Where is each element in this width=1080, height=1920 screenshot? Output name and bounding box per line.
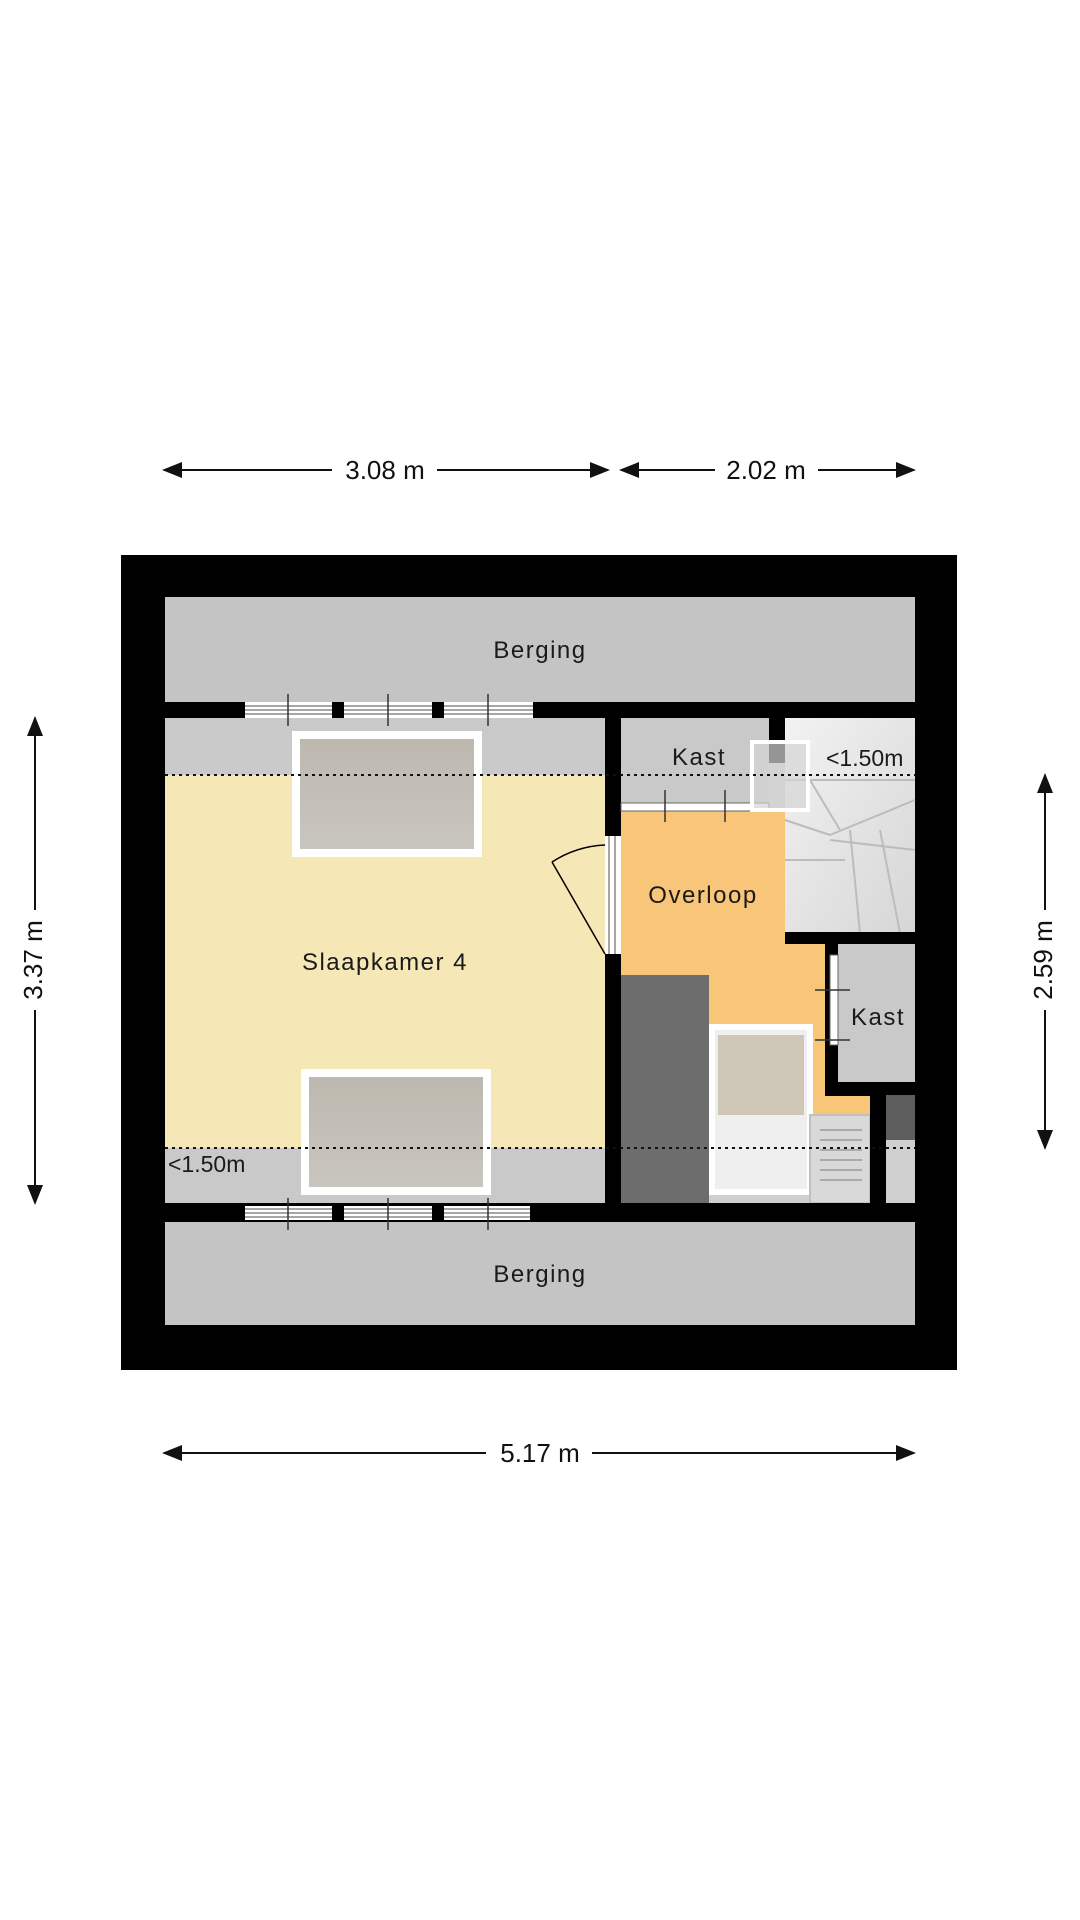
berging-top-area [165, 597, 915, 702]
kast-right-area [838, 944, 915, 1082]
kast-top-area [621, 718, 769, 810]
kast-right-doors [815, 954, 850, 1046]
headroom-label-bottom-left: <1.50m [168, 1151, 245, 1177]
dimension-left-label: 3.37 m [18, 920, 48, 1000]
slaapkamer-label: Slaapkamer 4 [302, 949, 468, 976]
radiator-lines [820, 1129, 862, 1181]
wall-right-small [870, 1095, 886, 1203]
window-bottom [245, 1198, 530, 1230]
dimension-bottom-label: 5.17 m [500, 1438, 580, 1468]
dimension-bottom: 5.17 m [162, 1438, 916, 1468]
dimension-top-right-label: 2.02 m [726, 455, 806, 485]
skylight-bedroom-top [292, 731, 482, 857]
skylight-bedroom-bottom [301, 1069, 491, 1195]
dimension-top-left: 3.08 m [162, 455, 610, 485]
berging-bottom-area [165, 1222, 915, 1325]
overloop-label: Overloop [648, 882, 757, 909]
berging-top-label: Berging [493, 637, 586, 664]
window-top [245, 694, 533, 726]
kast-right-label: Kast [851, 1004, 905, 1031]
bedroom-door [551, 836, 621, 955]
berging-bottom-label: Berging [493, 1261, 586, 1288]
wall-kast-right-bottom [825, 1082, 915, 1096]
kast-top-label: Kast [672, 744, 726, 771]
sink-counter [809, 1114, 871, 1204]
dimension-top-right: 2.02 m [619, 455, 916, 485]
shower-inner [718, 1035, 804, 1115]
dimension-top-left-label: 3.08 m [345, 455, 425, 485]
dark-tile [621, 975, 709, 1203]
stair-wall-bottom [785, 932, 915, 944]
headroom-label-top-right: <1.50m [826, 745, 903, 771]
interior-wall-vertical [605, 718, 621, 1203]
dimension-right: 2.59 m [1028, 773, 1058, 1150]
dark-piece-right [886, 1095, 915, 1140]
dimension-right-label: 2.59 m [1028, 920, 1058, 1000]
dimension-left: 3.37 m [18, 716, 48, 1205]
